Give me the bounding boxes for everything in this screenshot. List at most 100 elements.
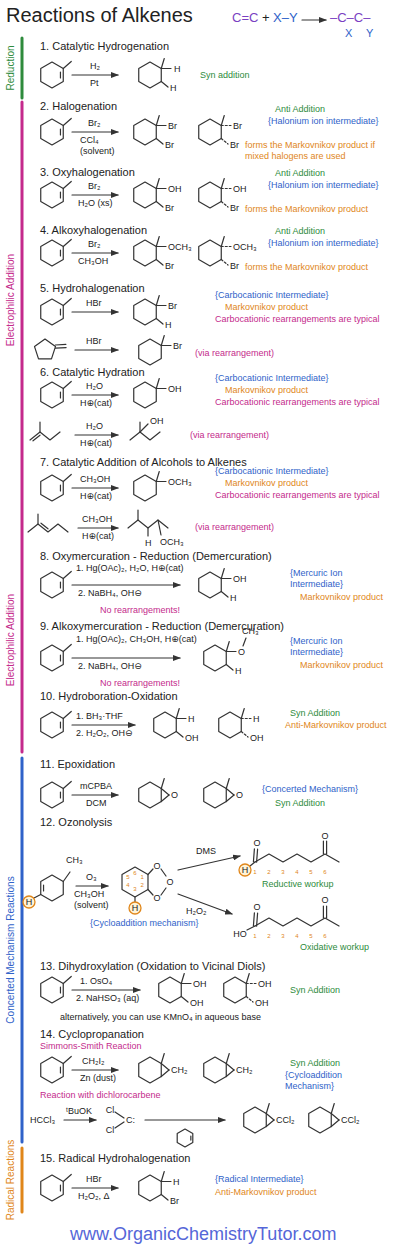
atom-label: O: [321, 895, 328, 906]
reagent-label: DCM: [86, 798, 107, 809]
atom-label: Br: [168, 120, 177, 131]
bond-line: [60, 1067, 61, 1073]
note-text: Syn Addition: [275, 798, 325, 809]
bond-line: [161, 59, 164, 69]
atom-label: H: [132, 903, 139, 914]
bond-line: [226, 779, 229, 789]
bond-line: [161, 779, 164, 789]
skeleton-line: [134, 382, 157, 408]
bond-line: [63, 299, 71, 306]
atom-label: HCCl₃: [30, 1115, 55, 1126]
locant-number: 4: [295, 869, 298, 876]
bond-line: [221, 116, 224, 126]
skeleton-line: [139, 782, 162, 808]
note-text: Carbocationic rearrangements are typical: [215, 314, 395, 325]
skeleton-line: [139, 339, 162, 365]
bond-line: [221, 246, 231, 247]
reagent-label: HBr: [86, 1174, 102, 1185]
bond-line: [34, 895, 41, 899]
locant-number: 3: [133, 887, 136, 894]
skeleton-line: [41, 299, 64, 325]
general-equation: C=C: [232, 10, 258, 26]
atom-label: O: [166, 877, 173, 888]
bond-line: [221, 569, 224, 579]
page-title: Reactions of Alkenes: [6, 3, 193, 27]
atom-label: H: [253, 713, 260, 724]
skeleton-line: [128, 520, 168, 528]
note-text: Carbocationic rearrangements are typical: [215, 397, 395, 408]
skeleton-line: [139, 62, 162, 88]
reagent-label: H₂O (xs): [78, 198, 123, 209]
atom-label: OH: [150, 416, 164, 427]
skeleton-line: [41, 645, 64, 671]
reaction-arrow: [72, 74, 118, 75]
skeleton-line: [134, 240, 157, 266]
atom-label: Br: [165, 203, 174, 214]
note-text: Markovnikov product: [225, 478, 308, 489]
bond-line: [63, 712, 71, 719]
bond-line: [266, 1104, 269, 1114]
section-bar: [21, 1148, 24, 1212]
bond-line: [156, 481, 166, 482]
reaction-arrow: [72, 1187, 118, 1188]
skeleton-line: [199, 182, 222, 208]
general-equation: X–Y: [273, 10, 298, 26]
bond-line: [246, 974, 249, 984]
skeleton-line: [28, 524, 68, 532]
bond-line: [41, 523, 48, 529]
skeleton-line: [139, 1175, 162, 1201]
atom-label: O: [253, 838, 260, 849]
skeleton-line: [134, 182, 157, 208]
note-text: forms the Markovnikov product: [245, 204, 395, 215]
bond-line: [161, 1064, 169, 1071]
atom-label: O: [236, 790, 243, 801]
reaction-arrow: [72, 131, 118, 132]
bond-line: [241, 718, 251, 719]
bond-line: [63, 62, 71, 69]
bond-line: [60, 582, 61, 588]
bond-line: [156, 139, 163, 145]
bond-line: [63, 119, 71, 126]
note-text: Oxidative workup: [300, 942, 369, 953]
note-text: Markovnikov product: [225, 385, 308, 396]
reaction-title: 12. Ozonolysis: [40, 816, 112, 829]
locant-number: 1: [253, 869, 256, 876]
bond-line: [60, 392, 61, 398]
reagent-label: DMS: [196, 846, 216, 857]
bond-line: [63, 977, 71, 984]
skeleton-line: [35, 339, 56, 359]
atom-label: Br: [168, 300, 177, 311]
skeleton-line: [159, 977, 182, 1003]
reagent-label: 1. BH₃·THF: [76, 711, 123, 722]
atom-label: Br: [165, 140, 174, 151]
section-label: Electrophilic Addition: [5, 254, 17, 346]
bond-line: [148, 890, 153, 896]
reagent-label: Br₂: [88, 239, 101, 250]
reagent-label: ᵗBuOK: [66, 1106, 92, 1117]
bond-line: [331, 1120, 339, 1127]
reagent-label: 2. H₂O₂, OH⊖: [76, 728, 133, 739]
reaction-title: 15. Radical Hydrohalogenation: [40, 1152, 190, 1165]
bond-line: [156, 202, 163, 208]
skeleton-line: [204, 1057, 227, 1083]
skeleton-line: [255, 854, 339, 862]
skeleton-line: [41, 572, 64, 598]
note-text: {Mercuric Ion Intermediate}: [290, 568, 390, 590]
atom-label: CH₂: [236, 1065, 253, 1076]
bond-line: [156, 188, 166, 189]
locant-number: 3: [281, 933, 284, 940]
section-bar: [21, 102, 24, 752]
bond-line: [60, 1185, 61, 1191]
skeleton-line: [130, 432, 160, 440]
section-label: Concerted Mechanism Reactions: [5, 876, 17, 1023]
note-text: forms the Markovnikov product if mixed h…: [245, 140, 395, 162]
atom-label: C:: [126, 1115, 135, 1126]
atom-label: HO: [233, 929, 247, 940]
bond-line: [226, 1054, 229, 1064]
reaction-arrow: [64, 1119, 96, 1120]
reagent-label: 2. NaHSO₃ (aq): [76, 993, 139, 1004]
bond-line: [241, 709, 244, 719]
bond-line: [241, 732, 248, 738]
reaction-arrow: [72, 724, 135, 725]
bond-line: [226, 789, 234, 796]
